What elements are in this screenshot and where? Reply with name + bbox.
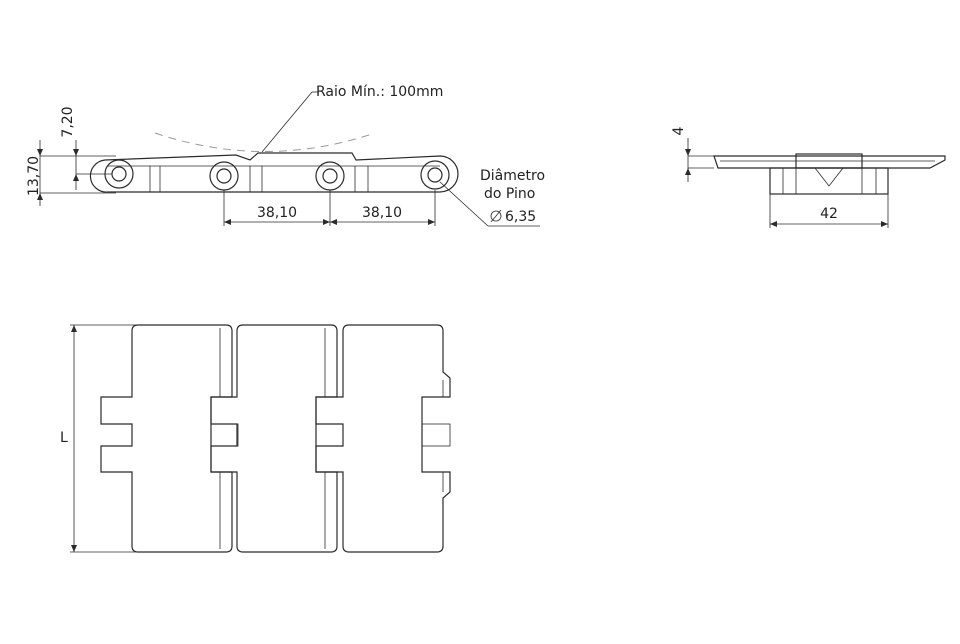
radius-note: Raio Mín.: 100mm xyxy=(316,84,443,100)
dim-length-label: L xyxy=(60,430,68,446)
dim-plate-thickness: 4 xyxy=(671,126,687,135)
pin-hole xyxy=(427,167,443,183)
top-plate-section xyxy=(713,155,946,169)
pin-leader-line xyxy=(439,181,489,227)
top-view: L xyxy=(60,324,451,553)
side-view: Raio Mín.: 100mm 13,70 7,20 38,10 38,10 … xyxy=(26,84,545,227)
pin-boss xyxy=(420,160,450,190)
chain-side-outline xyxy=(89,152,459,193)
dim-top-height: 7,20 xyxy=(60,106,76,137)
pin-label-line2: do Pino xyxy=(484,186,535,202)
hinge-body xyxy=(769,167,889,195)
hinge-v-notch xyxy=(814,167,844,187)
chain-plate xyxy=(210,324,338,553)
min-radius-arc xyxy=(154,132,376,152)
pin-hole xyxy=(322,168,338,184)
radius-leader-line xyxy=(261,91,313,153)
pin-diameter: 6,35 xyxy=(505,209,536,225)
chain-plate xyxy=(100,324,233,553)
dim-pitch-1: 38,10 xyxy=(257,205,297,221)
dim-total-height: 13,70 xyxy=(26,156,42,196)
pin-hole xyxy=(111,166,127,182)
hinge-knuckle xyxy=(315,423,344,447)
dim-hinge-width: 42 xyxy=(820,206,838,222)
pin-label-line1: Diâmetro xyxy=(480,168,545,184)
chain-plate xyxy=(315,324,451,553)
hinge-top xyxy=(795,153,863,169)
dim-pitch-2: 38,10 xyxy=(362,205,402,221)
pin-hole xyxy=(216,168,232,184)
dim-arrowheads xyxy=(73,149,79,181)
diameter-symbol-icon xyxy=(490,209,502,223)
dim-arrowheads xyxy=(224,219,435,225)
hinge-knuckle xyxy=(210,423,239,447)
dim-arrowheads xyxy=(685,149,691,175)
hinge-knuckle xyxy=(421,423,451,447)
end-view: 4 42 xyxy=(671,126,946,228)
